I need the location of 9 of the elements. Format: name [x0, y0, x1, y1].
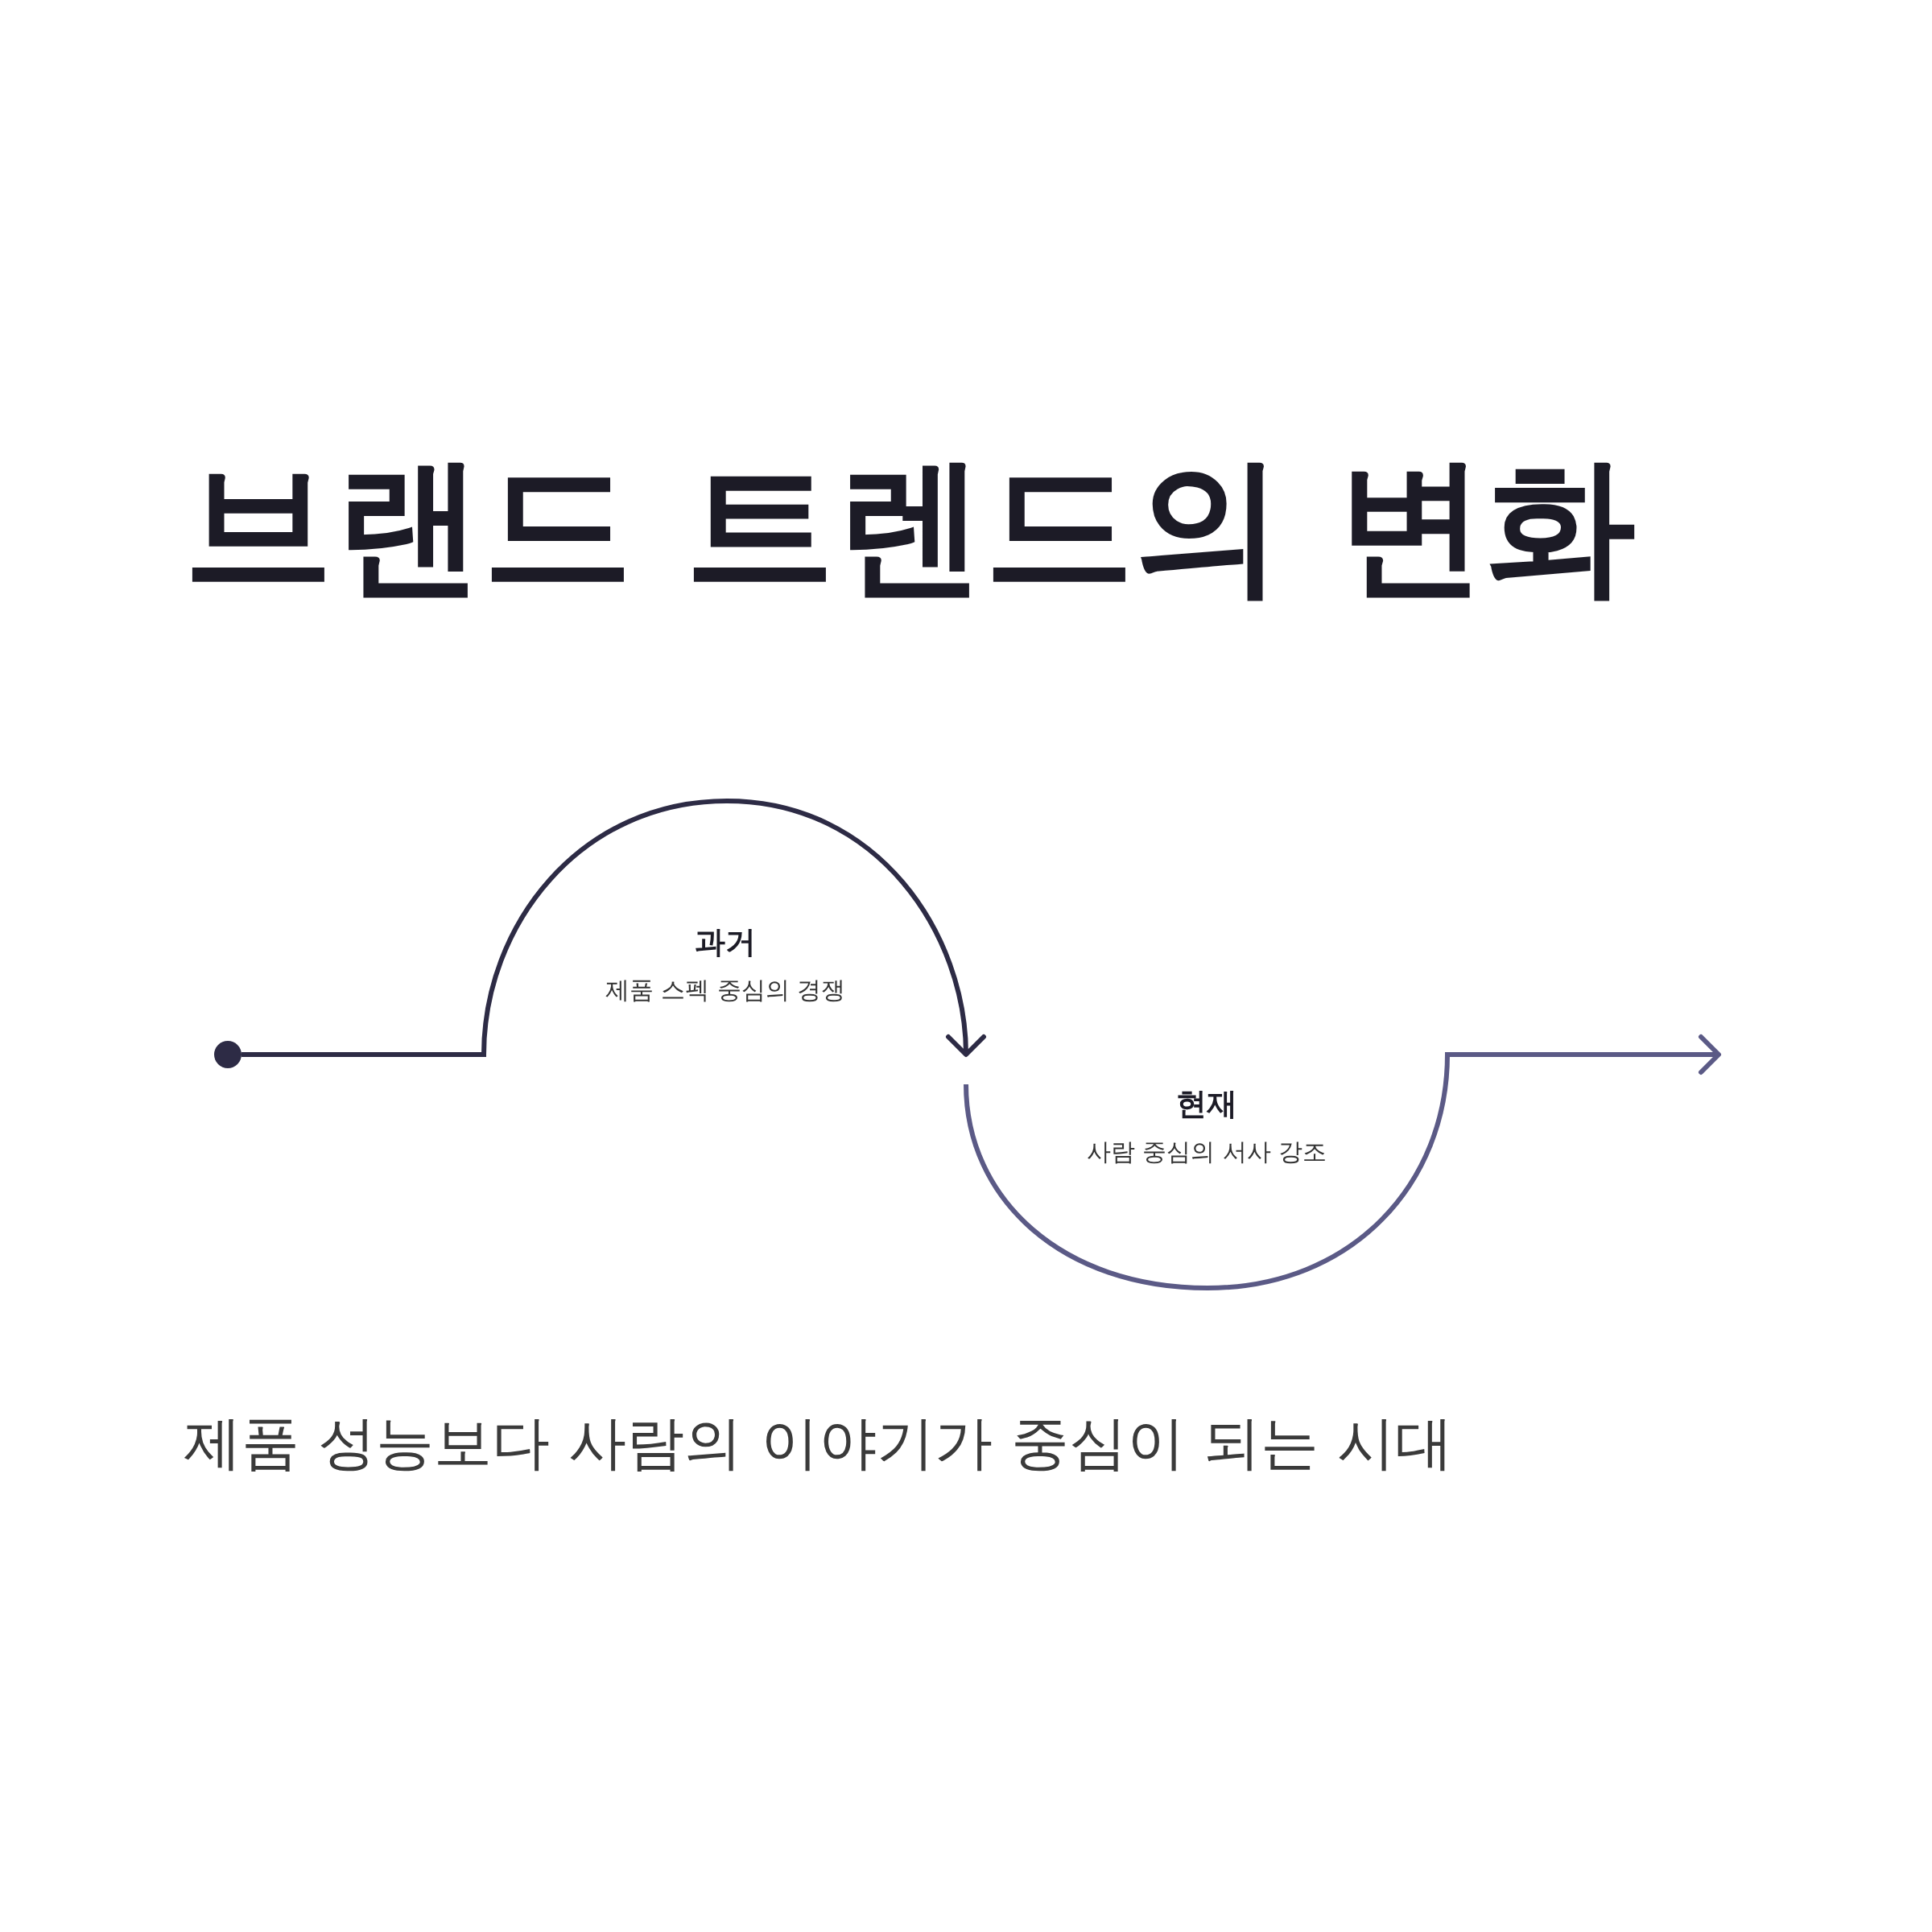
start-dot: [214, 1041, 242, 1068]
stage-heading: 과거: [695, 923, 756, 961]
arrow: [242, 799, 985, 1057]
title: 브랜드 트렌드의 변화: [184, 437, 1636, 614]
subtitle: 제품 성능보다 사람의 이야기가 중심이 되는 시대: [184, 1408, 1454, 1478]
arrow: [964, 1034, 1721, 1290]
stage-heading: 현재: [1176, 1085, 1237, 1123]
stage-description: 제품 스펙 중심의 경쟁: [605, 975, 846, 1005]
stage-description: 사람 중심의 서사 강조: [1086, 1137, 1327, 1167]
